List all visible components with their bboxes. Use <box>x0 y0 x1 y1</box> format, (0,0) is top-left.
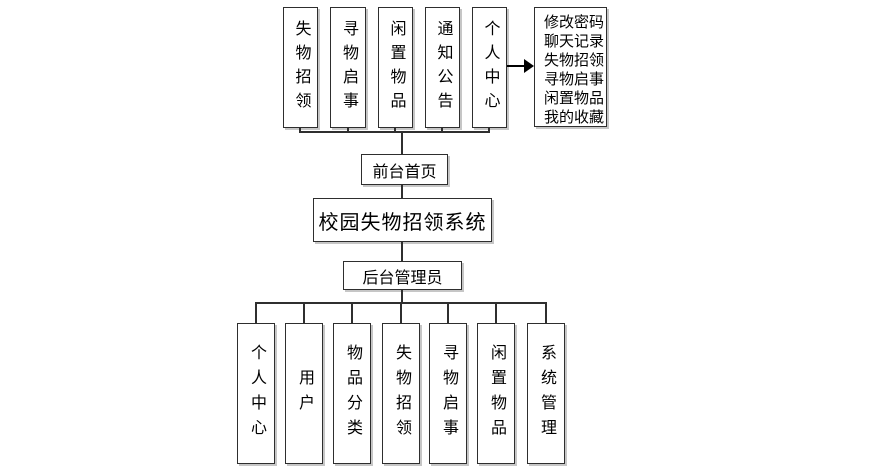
node-admin: 后台管理员 <box>343 261 462 290</box>
node-admin-lost-item-notice: 寻物启事 <box>429 323 467 464</box>
node-front-personal-center: 个人中心 <box>472 7 507 128</box>
node-front-lost-item-notice: 寻物启事 <box>330 7 366 128</box>
connector-front-page-to-root <box>401 185 403 198</box>
connector-stub-bottom-4 <box>400 302 402 323</box>
arrow-head-icon <box>524 59 534 73</box>
node-admin-users: 用户 <box>285 323 323 464</box>
connector-stub-bottom-7 <box>545 302 547 323</box>
connector-root-to-admin <box>401 242 403 261</box>
connector-stub-bottom-3 <box>351 302 353 323</box>
menu-item-idle-items: 闲置物品 <box>544 91 605 107</box>
node-admin-personal-center: 个人中心 <box>237 323 275 464</box>
node-admin-idle-items: 闲置物品 <box>477 323 515 464</box>
node-personal-center-menu: 修改密码 聊天记录 失物招领 寻物启事 闲置物品 我的收藏 <box>534 7 607 127</box>
node-admin-lost-and-found: 失物招领 <box>382 323 420 464</box>
node-admin-system-management: 系统管理 <box>527 323 565 464</box>
connector-stub-bottom-2 <box>303 302 305 323</box>
arrow-line-personal-center-to-menu <box>507 65 525 67</box>
node-front-page: 前台首页 <box>361 154 448 185</box>
node-root-system: 校园失物招领系统 <box>313 198 492 242</box>
connector-stub-top-5 <box>488 128 490 133</box>
connector-stub-bottom-5 <box>447 302 449 323</box>
node-front-idle-items: 闲置物品 <box>378 7 413 128</box>
connector-admin-drop <box>401 290 403 304</box>
connector-stub-bottom-1 <box>255 302 257 323</box>
menu-item-chat-history: 聊天记录 <box>544 34 605 50</box>
connector-stub-top-1 <box>299 128 301 133</box>
connector-hline-top <box>299 131 490 133</box>
connector-stub-top-3 <box>394 128 396 133</box>
node-front-announcements: 通知公告 <box>425 7 460 128</box>
node-admin-item-categories: 物品分类 <box>333 323 371 464</box>
menu-item-lost-item-notice: 寻物启事 <box>544 72 605 88</box>
menu-item-change-password: 修改密码 <box>544 15 605 31</box>
connector-drop-to-front-page <box>401 131 403 154</box>
node-front-lost-and-found: 失物招领 <box>283 7 318 128</box>
connector-stub-top-2 <box>347 128 349 133</box>
connector-stub-top-4 <box>441 128 443 133</box>
connector-stub-bottom-6 <box>495 302 497 323</box>
menu-item-my-favorites: 我的收藏 <box>544 110 605 126</box>
menu-item-lost-and-found: 失物招领 <box>544 53 605 69</box>
